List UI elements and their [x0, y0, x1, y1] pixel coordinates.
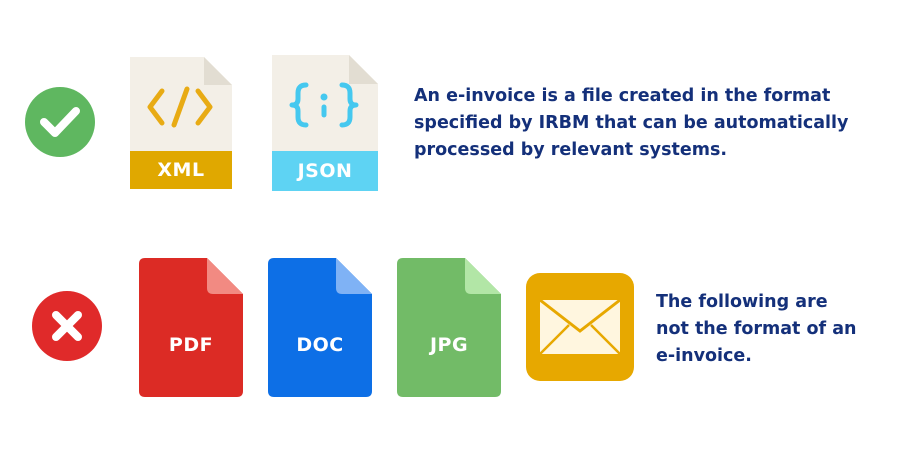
doc-file-icon: DOC — [268, 258, 372, 397]
rejected-description-line: e-invoice. — [656, 346, 752, 366]
xml-file-label: XML — [157, 159, 205, 181]
jpg-file-label: JPG — [429, 334, 469, 356]
rejected-description: The following are not the format of an e… — [656, 289, 886, 370]
rejected-description-line: not the format of an — [656, 319, 857, 339]
json-file-icon: JSON — [272, 55, 378, 191]
accepted-description-line: processed by relevant systems. — [414, 140, 728, 160]
rejected-description-line: The following are — [656, 292, 828, 312]
pdf-file-label: PDF — [168, 334, 214, 356]
cross-circle-icon — [32, 291, 102, 361]
xml-file-icon: XML — [130, 57, 232, 189]
accepted-description: An e-invoice is a file created in the fo… — [414, 83, 884, 164]
jpg-file-icon: JPG — [397, 258, 501, 397]
doc-file-label: DOC — [296, 334, 344, 356]
envelope-icon — [526, 273, 634, 381]
accepted-description-line: An e-invoice is a file created in the fo… — [414, 86, 831, 106]
accepted-description-line: specified by IRBM that can be automatica… — [414, 113, 849, 133]
json-file-label: JSON — [297, 160, 353, 182]
pdf-file-icon: PDF — [139, 258, 243, 397]
check-circle-icon — [25, 87, 95, 157]
